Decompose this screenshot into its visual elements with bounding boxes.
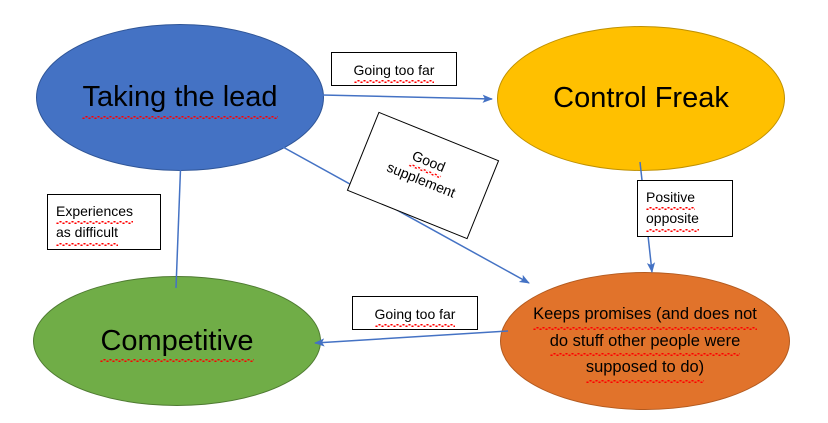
node-control-freak[interactable]: Control Freak xyxy=(497,26,785,171)
edge-label-experiences-as-difficult[interactable]: Experiences as difficult xyxy=(47,194,161,250)
edge-label-positive-line-2: opposite xyxy=(646,208,699,232)
edge-label-going-too-far-top-text: Going too far xyxy=(332,53,456,88)
edge-label-experiences-line-2: as difficult xyxy=(56,222,118,246)
node-taking-the-lead[interactable]: Taking the lead xyxy=(36,24,324,171)
edge-label-positive-opposite[interactable]: Positive opposite xyxy=(637,180,733,237)
arrow-competitive-to-taking xyxy=(175,155,185,289)
edge-label-experiences-text: Experiences as difficult xyxy=(48,195,160,250)
node-keeps-promises-label: Keeps promises (and does not do stuff ot… xyxy=(527,301,763,383)
edge-label-going-too-far-bottom-text: Going too far xyxy=(353,297,477,332)
arrow-keeps-to-competitive xyxy=(314,330,509,347)
edge-label-positive-text: Positive opposite xyxy=(638,181,732,236)
arrow-taking-to-control xyxy=(321,94,493,103)
node-keeps-promises[interactable]: Keeps promises (and does not do stuff ot… xyxy=(500,272,790,410)
node-taking-the-lead-text: Taking the lead xyxy=(82,78,278,119)
node-keeps-promises-line-1: Keeps promises (and does not xyxy=(533,301,757,330)
node-competitive[interactable]: Competitive xyxy=(33,276,321,406)
edge-label-experiences-line-1: Experiences xyxy=(56,201,134,225)
node-control-freak-text: Control Freak xyxy=(553,82,729,115)
edge-label-positive-line-1: Positive xyxy=(646,187,696,211)
node-keeps-promises-line-3: supposed to do) xyxy=(585,354,705,383)
edge-label-going-too-far-top[interactable]: Going too far xyxy=(331,52,457,86)
node-keeps-promises-line-2: do stuff other people were xyxy=(549,328,740,357)
edge-label-going-too-far-bottom[interactable]: Going too far xyxy=(352,296,478,330)
node-control-freak-label: Control Freak xyxy=(547,79,735,117)
node-competitive-text: Competitive xyxy=(100,322,254,363)
node-taking-the-lead-label: Taking the lead xyxy=(76,78,283,119)
node-competitive-label: Competitive xyxy=(94,322,259,363)
